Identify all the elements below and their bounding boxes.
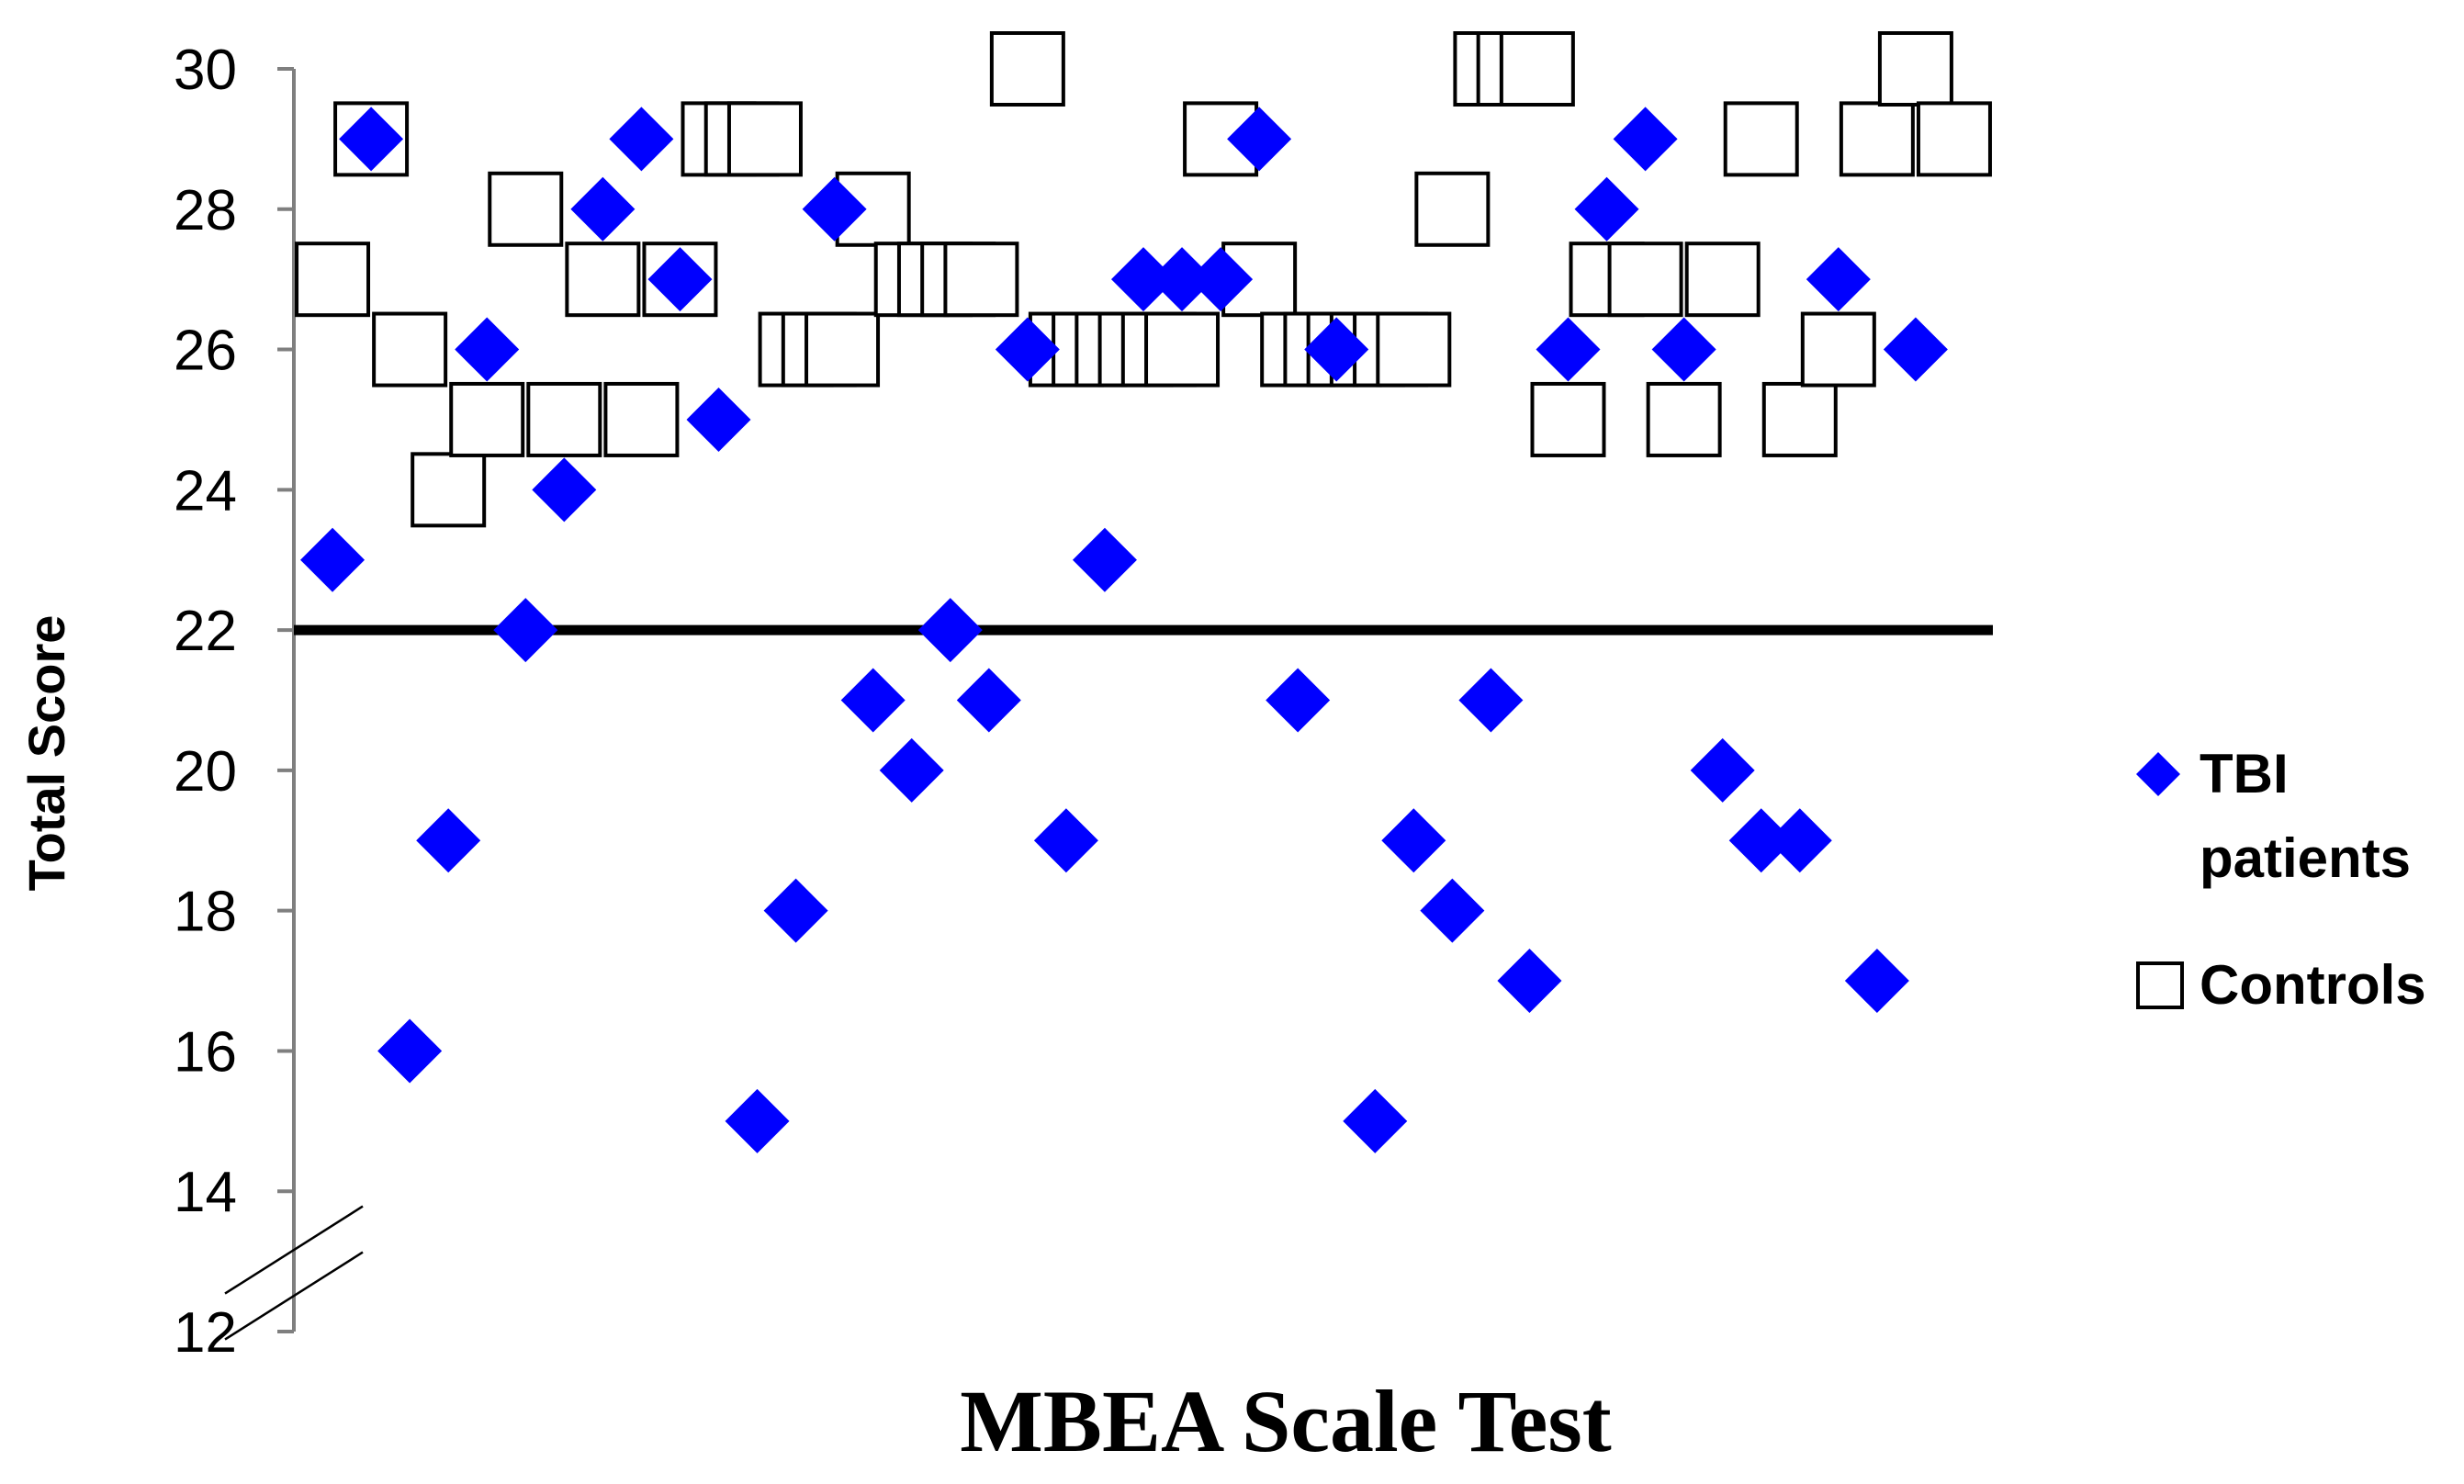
controls-point [1376, 311, 1452, 388]
y-tick-label: 20 [174, 740, 237, 804]
tbi-point [1033, 808, 1098, 873]
controls-point [1530, 381, 1606, 457]
controls-point [989, 31, 1065, 107]
controls-point [1839, 101, 1915, 177]
tbi-point [647, 247, 713, 312]
tbi-point [1536, 317, 1601, 382]
controls-point [526, 381, 602, 457]
controls-point [295, 242, 371, 318]
axis-break-mark [224, 1251, 364, 1341]
tbi-point [416, 808, 481, 873]
controls-point [1499, 31, 1575, 107]
tbi-point [1651, 317, 1716, 382]
tbi-point [686, 387, 751, 452]
legend-controls-label: Controls [2200, 954, 2426, 1016]
controls-point [1877, 31, 1953, 107]
y-tick-label: 28 [174, 179, 237, 242]
tbi-point [1111, 247, 1176, 312]
legend-controls-marker [2136, 961, 2184, 1009]
tbi-point [1613, 107, 1678, 172]
tbi-point [1690, 737, 1755, 803]
tbi-point [1072, 527, 1137, 592]
tbi-point [840, 668, 906, 733]
x-axis-title: MBEA Scale Test [960, 1372, 1611, 1470]
tbi-point [1767, 808, 1832, 873]
controls-point [1723, 101, 1799, 177]
tbi-point [493, 598, 558, 663]
tbi-point [956, 668, 1021, 733]
y-tick-label: 16 [174, 1020, 237, 1084]
y-tick-label: 24 [174, 459, 237, 523]
tbi-point [879, 737, 944, 803]
tbi-point [570, 176, 636, 242]
y-tick-label: 22 [174, 600, 237, 663]
y-axis-title: Total Score [17, 615, 75, 892]
tbi-point [1343, 1088, 1408, 1153]
tbi-point [300, 527, 366, 592]
legend-tbi-label-line2: patients [2200, 827, 2411, 889]
y-tick-label: 14 [174, 1161, 237, 1224]
tbi-point [802, 176, 867, 242]
controls-point [372, 311, 448, 388]
axis-break-mark [224, 1205, 364, 1295]
tbi-point [1497, 949, 1562, 1014]
tbi-point [1806, 247, 1871, 312]
tbi-point [725, 1088, 790, 1153]
controls-point [449, 381, 525, 457]
tbi-point [1381, 808, 1446, 873]
tbi-point [1188, 247, 1254, 312]
controls-point [603, 381, 680, 457]
controls-point [804, 311, 881, 388]
tbi-point [532, 457, 597, 523]
controls-point [1144, 311, 1221, 388]
tbi-point [1728, 808, 1794, 873]
tbi-point [1883, 317, 1948, 382]
controls-point [1916, 101, 1992, 177]
axes: 12 14 16 18 20 22 24 26 28 30 [174, 39, 364, 1365]
tbi-series [300, 107, 1948, 1153]
tbi-point [1150, 247, 1215, 312]
legend-tbi-marker [2136, 752, 2180, 796]
tbi-point [1420, 878, 1485, 943]
tbi-point [1304, 317, 1369, 382]
controls-point [1800, 311, 1876, 388]
tbi-point [1266, 668, 1331, 733]
controls-point [1607, 242, 1683, 318]
controls-point [565, 242, 641, 318]
controls-point [1684, 242, 1761, 318]
tbi-point [917, 598, 983, 663]
controls-point [726, 101, 803, 177]
tbi-point [609, 107, 674, 172]
controls-point [411, 452, 487, 528]
controls-point [1761, 381, 1838, 457]
controls-point [1414, 171, 1491, 247]
tbi-point [377, 1018, 443, 1084]
y-tick-label: 26 [174, 320, 237, 383]
y-tick-label: 30 [174, 39, 237, 102]
controls-point [943, 242, 1019, 318]
tbi-point [455, 317, 520, 382]
tbi-point [1227, 107, 1292, 172]
tbi-point [1574, 176, 1639, 242]
controls-point [488, 171, 564, 247]
controls-point [1646, 381, 1722, 457]
tbi-point [1844, 949, 1909, 1014]
tbi-point [763, 878, 828, 943]
tbi-point [339, 107, 404, 172]
y-tick-label: 12 [174, 1301, 237, 1365]
y-tick-label: 18 [174, 881, 237, 944]
legend-tbi-label-line1: TBI [2200, 743, 2289, 804]
tbi-point [1458, 668, 1524, 733]
tbi-point [995, 317, 1060, 382]
